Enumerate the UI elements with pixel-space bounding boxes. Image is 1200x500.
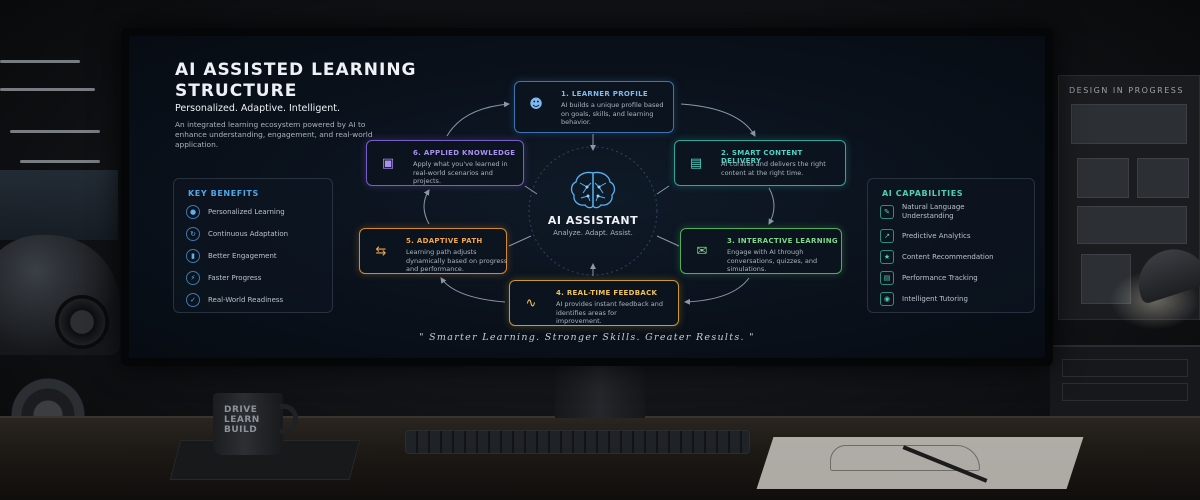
tracking-icon: ▤ [880, 271, 894, 285]
monitor: AI ASSISTED LEARNING STRUCTURE Personali… [121, 28, 1053, 366]
tool-cabinet [1050, 345, 1200, 420]
key-benefits-title: KEY BENEFITS [188, 189, 259, 198]
benefit-item: ✓ Real-World Readiness [186, 293, 283, 307]
diagram-tagline: Personalized. Adaptive. Intelligent. [175, 103, 340, 114]
recommend-icon: ★ [880, 250, 894, 264]
benefit-item: ⚡ Faster Progress [186, 271, 261, 285]
key-benefits-panel: KEY BENEFITS ● Personalized Learning ↻ C… [173, 178, 333, 313]
capability-item: ✎ Natural Language Understanding [880, 203, 1012, 220]
capability-item: ▤ Performance Tracking [880, 271, 978, 285]
garage-window [0, 170, 118, 240]
path-icon: ⇆ [375, 243, 387, 259]
card-real-time-feedback: ∿ 4. REAL-TIME FEEDBACK AI provides inst… [509, 280, 679, 326]
capability-item: ↗ Predictive Analytics [880, 229, 971, 243]
brain-icon [570, 171, 616, 209]
arrow-4-5 [440, 277, 506, 303]
benefit-item: ↻ Continuous Adaptation [186, 227, 288, 241]
check-icon: ✓ [186, 293, 200, 307]
ai-assistant-hub: AI ASSISTANT Analyze. Adapt. Assist. [511, 161, 675, 261]
arrow-3-4 [684, 277, 750, 305]
ai-capabilities-panel: AI CAPABILITIES ✎ Natural Language Under… [867, 178, 1035, 313]
footer-quote: " Smarter Learning. Stronger Skills. Gre… [419, 332, 755, 343]
mug-text: DRIVE LEARN BUILD [224, 405, 260, 435]
car-wheel [55, 295, 109, 349]
hub-title: AI ASSISTANT [547, 214, 639, 227]
board-car-sketch [1077, 206, 1187, 244]
refresh-icon: ↻ [186, 227, 200, 241]
diagram-description: An integrated learning ecosystem powered… [175, 120, 373, 149]
bar-chart-icon: ▮ [186, 249, 200, 263]
arrow-1-2 [680, 103, 756, 137]
book-icon: ▤ [689, 155, 703, 171]
benefit-item: ▮ Better Engagement [186, 249, 277, 263]
ceiling-lights [0, 60, 130, 200]
card-applied-knowledge: ▣ 6. APPLIED KNOWLEDGE Apply what you've… [366, 140, 524, 186]
keyboard [405, 430, 750, 454]
capability-item: ◉ Intelligent Tutoring [880, 292, 968, 306]
card-adaptive-path: ⇆ 5. ADAPTIVE PATH Learning path adjusts… [359, 228, 507, 274]
diagram-title: AI ASSISTED LEARNING STRUCTURE [175, 60, 417, 101]
benefit-item: ● Personalized Learning [186, 205, 285, 219]
bolt-icon: ⚡ [186, 271, 200, 285]
monitor-screen: AI ASSISTED LEARNING STRUCTURE Personali… [129, 36, 1045, 358]
board-title: DESIGN IN PROGRESS [1069, 86, 1184, 95]
monitor-stand [555, 360, 645, 418]
user-icon: ☻ [529, 96, 543, 112]
card-learner-profile: ☻ 1. LEARNER PROFILE AI builds a unique … [514, 81, 674, 133]
briefcase-icon: ▣ [381, 155, 395, 171]
board-note [1077, 158, 1129, 198]
speech-icon: ✎ [880, 204, 894, 219]
card-interactive-learning: ✉ 3. INTERACTIVE LEARNING Engage with AI… [680, 228, 842, 274]
arrow-2-3 [768, 187, 775, 225]
board-photo [1081, 254, 1131, 304]
chat-icon: ✉ [696, 243, 708, 259]
board-note [1137, 158, 1189, 198]
arrow-6-1 [446, 101, 510, 137]
hub-subtitle: Analyze. Adapt. Assist. [553, 229, 633, 237]
arrow-5-6 [423, 189, 430, 225]
trend-icon: ↗ [880, 229, 894, 243]
pulse-icon: ∿ [525, 295, 537, 311]
tutor-icon: ◉ [880, 292, 894, 306]
mug-handle [280, 404, 298, 434]
person-icon: ● [186, 205, 200, 219]
board-car-sketch [1071, 104, 1187, 144]
card-smart-content-delivery: ▤ 2. SMART CONTENT DELIVERY AI curates a… [674, 140, 846, 186]
ai-capabilities-title: AI CAPABILITIES [882, 189, 964, 198]
capability-item: ★ Content Recommendation [880, 250, 994, 264]
coffee-mug [213, 393, 283, 455]
